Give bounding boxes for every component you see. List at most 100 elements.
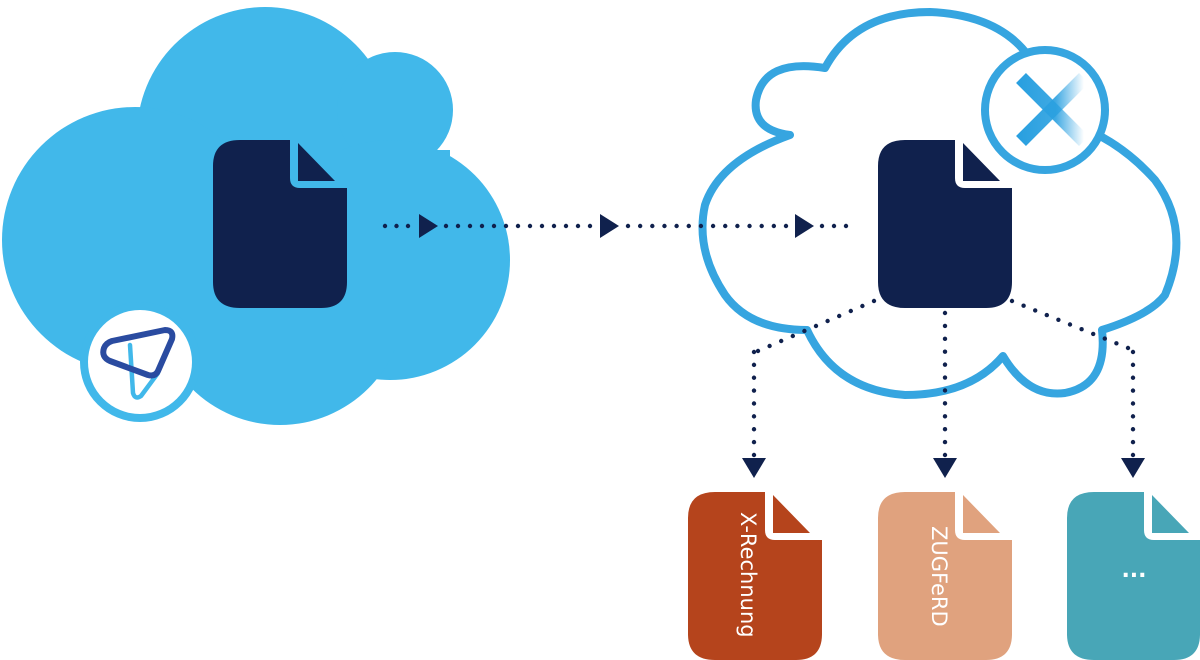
connector-dot — [942, 426, 948, 432]
connector-dot — [1102, 336, 1108, 341]
connector-dot — [771, 223, 777, 229]
connector-dot — [443, 223, 449, 229]
connector-dot — [813, 323, 819, 329]
connector-dot — [637, 223, 643, 229]
connector-dot — [783, 223, 789, 229]
arrowhead-right-icon — [600, 214, 619, 238]
connector-dot — [1056, 317, 1061, 322]
connector-dot — [751, 349, 757, 355]
connector-dot — [1021, 303, 1026, 308]
connector-dot — [515, 223, 521, 229]
connector-dot — [686, 223, 691, 229]
connector-dot — [405, 223, 411, 229]
connector-dot — [1130, 349, 1136, 355]
connector-dot — [1033, 308, 1038, 313]
connector-dot — [767, 343, 772, 349]
target-document-icon — [878, 140, 1012, 308]
connector-dot — [837, 313, 842, 319]
output-document-other: ... — [1067, 492, 1200, 660]
connector-dot — [563, 223, 569, 229]
connector-dot — [491, 223, 497, 229]
connector-dot — [394, 223, 399, 229]
connector-dot — [819, 223, 825, 229]
output-label-zugferd: ZUGFeRD — [927, 526, 951, 627]
connector-dot — [942, 401, 948, 406]
connector-dot — [382, 223, 388, 229]
connector-dot — [942, 310, 948, 316]
connector-dot — [942, 336, 948, 342]
arrowhead-down-icon — [1121, 458, 1145, 478]
output-document-zugferd: ZUGFeRD — [878, 492, 1012, 660]
unavailable-badge — [981, 46, 1109, 174]
connector-dot — [539, 223, 545, 229]
connector-dot — [751, 427, 757, 432]
arrowhead-right-icon — [795, 214, 814, 238]
connector-dot — [751, 452, 757, 458]
connector-dot — [625, 223, 631, 229]
connector-dot — [735, 223, 740, 229]
connector-dot — [779, 338, 784, 344]
connector-dot — [674, 223, 679, 229]
connector-dot — [1130, 452, 1136, 458]
connector-dot — [751, 375, 757, 380]
connector-dot — [455, 223, 461, 229]
connector-dot — [1067, 322, 1073, 327]
connector-dot — [790, 333, 795, 339]
connector-dot — [759, 223, 764, 229]
connector-dot — [942, 439, 948, 445]
connector-dot — [662, 223, 667, 229]
connector-dot — [802, 328, 807, 334]
connector-dot — [831, 223, 837, 229]
connector-dot — [751, 401, 757, 406]
connector-dot — [751, 388, 757, 393]
connector-dot — [1130, 427, 1136, 432]
connector-dot — [942, 452, 948, 458]
connector-dot — [503, 223, 509, 229]
connector-dot — [698, 223, 704, 229]
connector-dot — [575, 223, 581, 229]
close-x-icon — [1016, 73, 1089, 146]
connector-dot — [755, 348, 761, 354]
connector-dot — [723, 223, 728, 229]
connector-dot — [848, 308, 853, 314]
connectors — [382, 214, 1145, 478]
connector-dot — [710, 223, 716, 229]
connector-dot — [1079, 327, 1084, 332]
output-label-other: ... — [1121, 558, 1146, 583]
connector-dot — [1009, 298, 1015, 304]
arrowhead-down-icon — [933, 458, 957, 478]
connector-dot — [1130, 414, 1136, 419]
connector-dot — [942, 414, 948, 419]
connector-dot — [871, 298, 877, 304]
output-label-xrechnung: X-Rechnung — [736, 512, 760, 638]
connector-dot — [1130, 401, 1136, 406]
connector-dot — [551, 223, 557, 229]
connector-dot — [1091, 331, 1096, 337]
connector-dot — [1044, 312, 1050, 318]
connector-dot — [942, 388, 948, 393]
connector-dot — [527, 223, 533, 229]
connector-dot — [1114, 341, 1119, 346]
connector-dot — [942, 323, 948, 329]
connector-dot — [467, 223, 473, 229]
connector-dot — [1130, 362, 1136, 368]
connector-dot — [825, 318, 830, 324]
connector-dot — [942, 349, 948, 354]
connector-dot — [1130, 439, 1136, 445]
brand-logo-icon — [100, 327, 176, 400]
connector-dot — [843, 223, 849, 229]
connector-dot — [1130, 375, 1136, 380]
connector-dot — [747, 223, 752, 229]
connector-dot — [942, 362, 948, 367]
connector-dot — [751, 414, 757, 419]
connector-dot — [587, 223, 593, 229]
connector-dot — [650, 223, 655, 229]
connector-dot — [479, 223, 485, 229]
connector-dot — [751, 362, 757, 368]
source-document-icon — [213, 140, 347, 308]
arrowhead-down-icon — [742, 458, 766, 478]
connector-dot — [1130, 388, 1136, 393]
connector-dot — [942, 375, 948, 380]
connector-dot — [751, 439, 757, 445]
